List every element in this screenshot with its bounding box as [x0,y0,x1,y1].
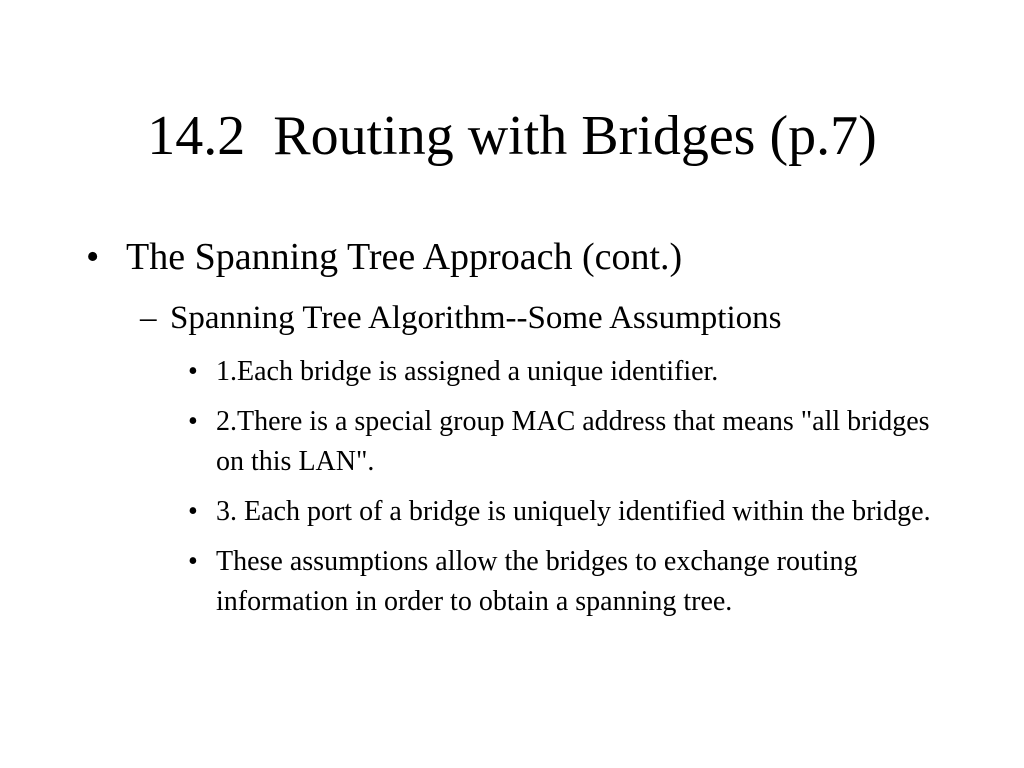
list-item: • 2.There is a special group MAC address… [188,402,948,482]
bullet-dot-icon: • [188,406,198,437]
list-item: • 3. Each port of a bridge is uniquely i… [188,492,948,532]
bullet-dot-icon: • [188,546,198,577]
bullet-level1: • The Spanning Tree Approach (cont.) [86,232,682,282]
list-item-text: 3. Each port of a bridge is uniquely ide… [216,496,931,527]
list-item: • 1.Each bridge is assigned a unique ide… [188,352,948,392]
bullet-level1-text: The Spanning Tree Approach (cont.) [126,236,683,278]
list-item-text: 1.Each bridge is assigned a unique ident… [216,356,719,387]
bullet-dot-icon: • [188,496,198,527]
slide-title: 14.2 Routing with Bridges (p.7) [147,105,877,167]
bullet-dot-icon: • [86,236,100,278]
bullet-level2: –Spanning Tree Algorithm--Some Assumptio… [140,296,781,340]
assumptions-list: • 1.Each bridge is assigned a unique ide… [188,352,948,632]
bullet-level2-text: Spanning Tree Algorithm--Some Assumption… [170,300,782,336]
list-item-text: These assumptions allow the bridges to e… [216,546,858,617]
bullet-dash-icon: – [140,300,157,336]
list-item: • These assumptions allow the bridges to… [188,542,948,622]
list-item-text: 2.There is a special group MAC address t… [216,406,930,477]
bullet-dot-icon: • [188,356,198,387]
